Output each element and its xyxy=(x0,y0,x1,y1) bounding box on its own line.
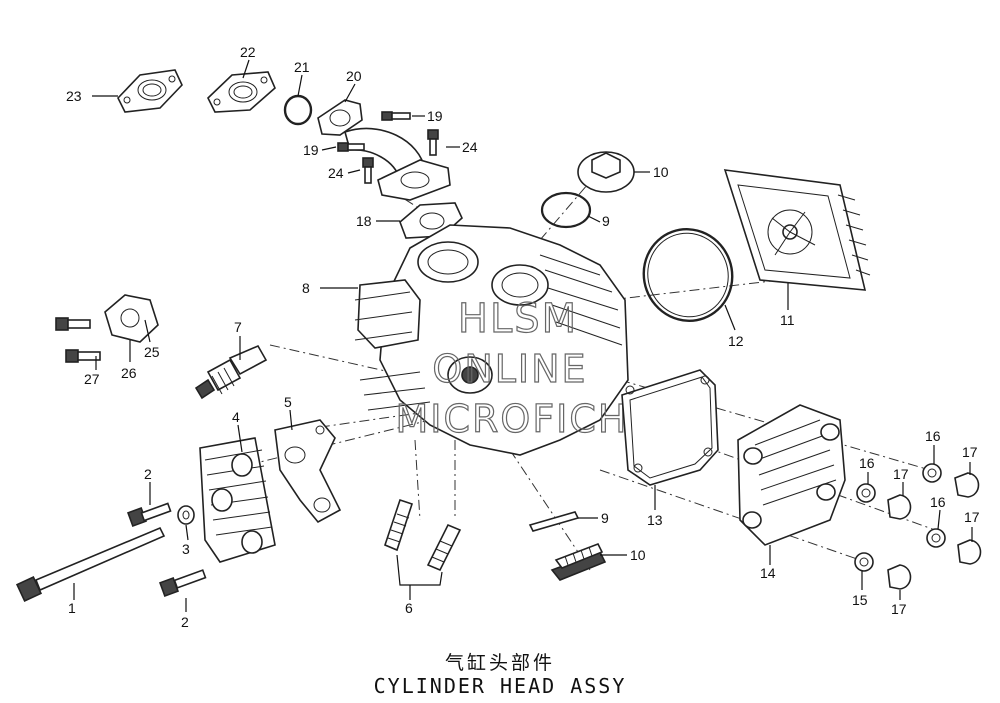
callout-labels: 23 22 21 20 19 24 19 24 18 8 10 9 11 12 … xyxy=(66,44,980,630)
callout-8: 8 xyxy=(302,280,310,296)
callout-12: 12 xyxy=(728,333,744,349)
callout-10-upper: 10 xyxy=(653,164,669,180)
part-17-acorn-nut-c[interactable] xyxy=(957,539,982,565)
part-3-washer[interactable] xyxy=(177,505,195,525)
part-9-pin-lower[interactable] xyxy=(528,511,580,532)
callout-14: 14 xyxy=(760,565,776,581)
callout-5: 5 xyxy=(284,394,292,410)
part-16-washer-c[interactable] xyxy=(926,528,946,548)
part-2-bolt-upper[interactable] xyxy=(127,502,172,527)
watermark-line-1: HLSM xyxy=(458,296,578,342)
callout-1: 1 xyxy=(68,600,76,616)
callout-25: 25 xyxy=(144,344,160,360)
callout-4: 4 xyxy=(232,409,240,425)
callout-17-c: 17 xyxy=(964,509,980,525)
part-23-intake-gasket[interactable] xyxy=(117,69,183,113)
callout-2-lower: 2 xyxy=(181,614,189,630)
part-14-side-cover[interactable] xyxy=(737,404,846,546)
part-17-acorn-nut-a[interactable] xyxy=(954,472,980,498)
part-19-bolt-lower[interactable] xyxy=(337,142,365,152)
part-6-dowel-pin-a[interactable] xyxy=(384,498,414,552)
part-5-exhaust-gasket[interactable] xyxy=(274,419,342,524)
callout-23: 23 xyxy=(66,88,82,104)
callout-9-upper: 9 xyxy=(602,213,610,229)
part-11-side-cover[interactable] xyxy=(723,169,871,291)
callout-26: 26 xyxy=(121,365,137,381)
part-8-cylinder-head[interactable] xyxy=(354,224,629,456)
callout-10-lower: 10 xyxy=(630,547,646,563)
part-13-cover-gasket[interactable] xyxy=(621,369,719,486)
part-12-side-cover-gasket[interactable] xyxy=(631,217,745,334)
watermark-line-2: ONLINE xyxy=(432,347,587,391)
part-20-intake-pipe[interactable] xyxy=(317,99,451,201)
callout-27: 27 xyxy=(84,371,100,387)
part-17-acorn-nut-d[interactable] xyxy=(887,564,912,590)
part-17-acorn-nut-b[interactable] xyxy=(887,494,912,520)
callout-9-lower: 9 xyxy=(601,510,609,526)
watermark: HLSM ONLINE MICROFICHE xyxy=(395,295,654,441)
callout-16-b: 16 xyxy=(859,455,875,471)
part-21-o-ring[interactable] xyxy=(283,94,313,126)
part-6-bracket xyxy=(396,554,443,586)
callout-24-upper: 24 xyxy=(462,139,478,155)
part-22-insulator[interactable] xyxy=(207,71,276,113)
callout-2-upper: 2 xyxy=(144,466,152,482)
part-6-dowel-pin-b[interactable] xyxy=(426,523,462,572)
watermark-line-3: MICROFICHE xyxy=(395,397,654,441)
callout-17-a: 17 xyxy=(962,444,978,460)
part-26-gasket[interactable] xyxy=(104,294,159,343)
part-1-long-stud[interactable] xyxy=(15,526,166,603)
leader-lines xyxy=(73,59,973,612)
callout-24-lower: 24 xyxy=(328,165,344,181)
callout-16-a: 16 xyxy=(925,428,941,444)
callout-11: 11 xyxy=(780,312,795,328)
part-4-exhaust-flange[interactable] xyxy=(199,437,276,563)
callout-19-lower: 19 xyxy=(303,142,319,158)
diagram-title-english: CYLINDER HEAD ASSY xyxy=(373,674,627,698)
part-25-bolt-a[interactable] xyxy=(55,317,91,331)
part-24-bolt-lower[interactable] xyxy=(362,157,374,184)
part-9-o-ring-upper[interactable] xyxy=(540,191,592,229)
callout-3: 3 xyxy=(182,541,190,557)
callout-17-d: 17 xyxy=(891,601,907,617)
callout-13: 13 xyxy=(647,512,663,528)
part-16-washer-a[interactable] xyxy=(922,463,942,483)
part-10-tappet-cap[interactable] xyxy=(577,151,635,193)
callout-18: 18 xyxy=(356,213,372,229)
callout-15: 15 xyxy=(852,592,868,608)
callout-22: 22 xyxy=(240,44,256,60)
part-16-washer-b[interactable] xyxy=(856,483,876,503)
callout-7: 7 xyxy=(234,319,242,335)
callout-17-b: 17 xyxy=(893,466,909,482)
part-19-bolt-upper[interactable] xyxy=(381,111,411,121)
callout-21: 21 xyxy=(294,59,310,75)
part-15-washer[interactable] xyxy=(854,552,874,572)
callout-6: 6 xyxy=(405,600,413,616)
part-24-bolt-upper[interactable] xyxy=(427,129,439,156)
part-7-spark-plug[interactable] xyxy=(194,344,268,400)
part-2-bolt-lower[interactable] xyxy=(159,569,207,597)
callout-19-upper: 19 xyxy=(427,108,443,124)
part-10-gear-lower[interactable] xyxy=(550,542,607,581)
part-27-bolt-b[interactable] xyxy=(65,349,101,363)
diagram-title-chinese: 气缸头部件 xyxy=(444,652,555,674)
callout-16-c: 16 xyxy=(930,494,946,510)
callout-20: 20 xyxy=(346,68,362,84)
